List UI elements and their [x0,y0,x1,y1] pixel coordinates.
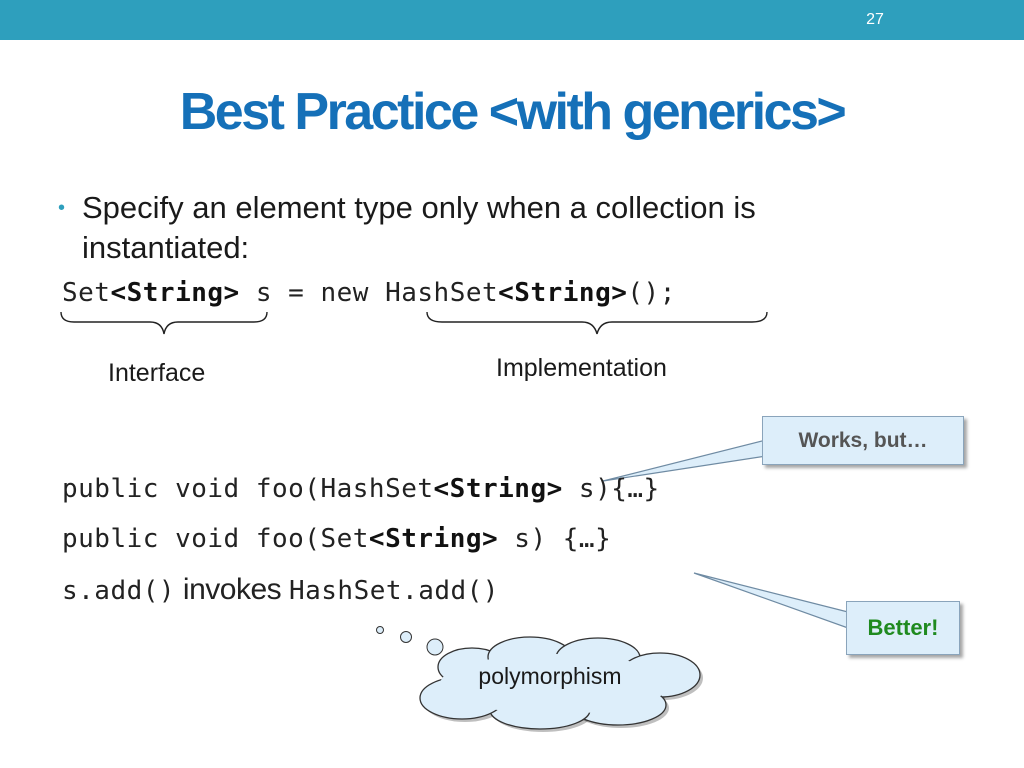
code-line-foo-hashset: public void foo(HashSet<String> s){…} [62,474,660,504]
code-generic: <String> [498,278,628,308]
code-generic: <String> [110,278,240,308]
code-segment: (); [627,278,676,308]
code-segment: s = new HashSet [239,278,499,308]
code-segment: s) {…} [498,524,612,554]
code-generic: <String> [433,474,563,504]
better-callout: Better! [846,601,960,655]
code-segment: public void foo(Set [62,524,369,554]
page-number: 27 [866,11,884,28]
code-segment: Set [62,278,111,308]
code-segment: s){…} [562,474,660,504]
top-bar [0,0,1024,40]
bullet-text: Specify an element type only when a coll… [82,190,756,265]
code-line-invokes: s.add() invokes HashSet.add() [62,573,499,607]
thought-bubbles [376,626,444,656]
implementation-label: Implementation [496,354,667,382]
better-callout-text: Better! [867,615,939,640]
slide-title: Best Practice <with generics> [179,83,847,141]
interface-label: Interface [108,359,206,387]
code-generic: <String> [368,524,499,554]
code-prose: invokes [175,573,289,606]
code-segment: public void foo(HashSet [62,474,434,504]
code-line-declaration: Set<String> s = new HashSet<String>(); [62,278,676,308]
better-callout-tail [693,572,849,629]
bullet-icon: • [58,197,66,219]
implementation-brace [426,311,768,335]
code-line-foo-set: public void foo(Set<String> s) {…} [62,524,611,554]
code-segment: s.add() [62,576,176,606]
code-segment: HashSet.add() [288,576,499,606]
cloud-text: polymorphism [478,663,622,689]
interface-brace [60,311,268,335]
works-callout-text: Works, but… [798,429,928,452]
works-callout: Works, but… [762,416,964,465]
